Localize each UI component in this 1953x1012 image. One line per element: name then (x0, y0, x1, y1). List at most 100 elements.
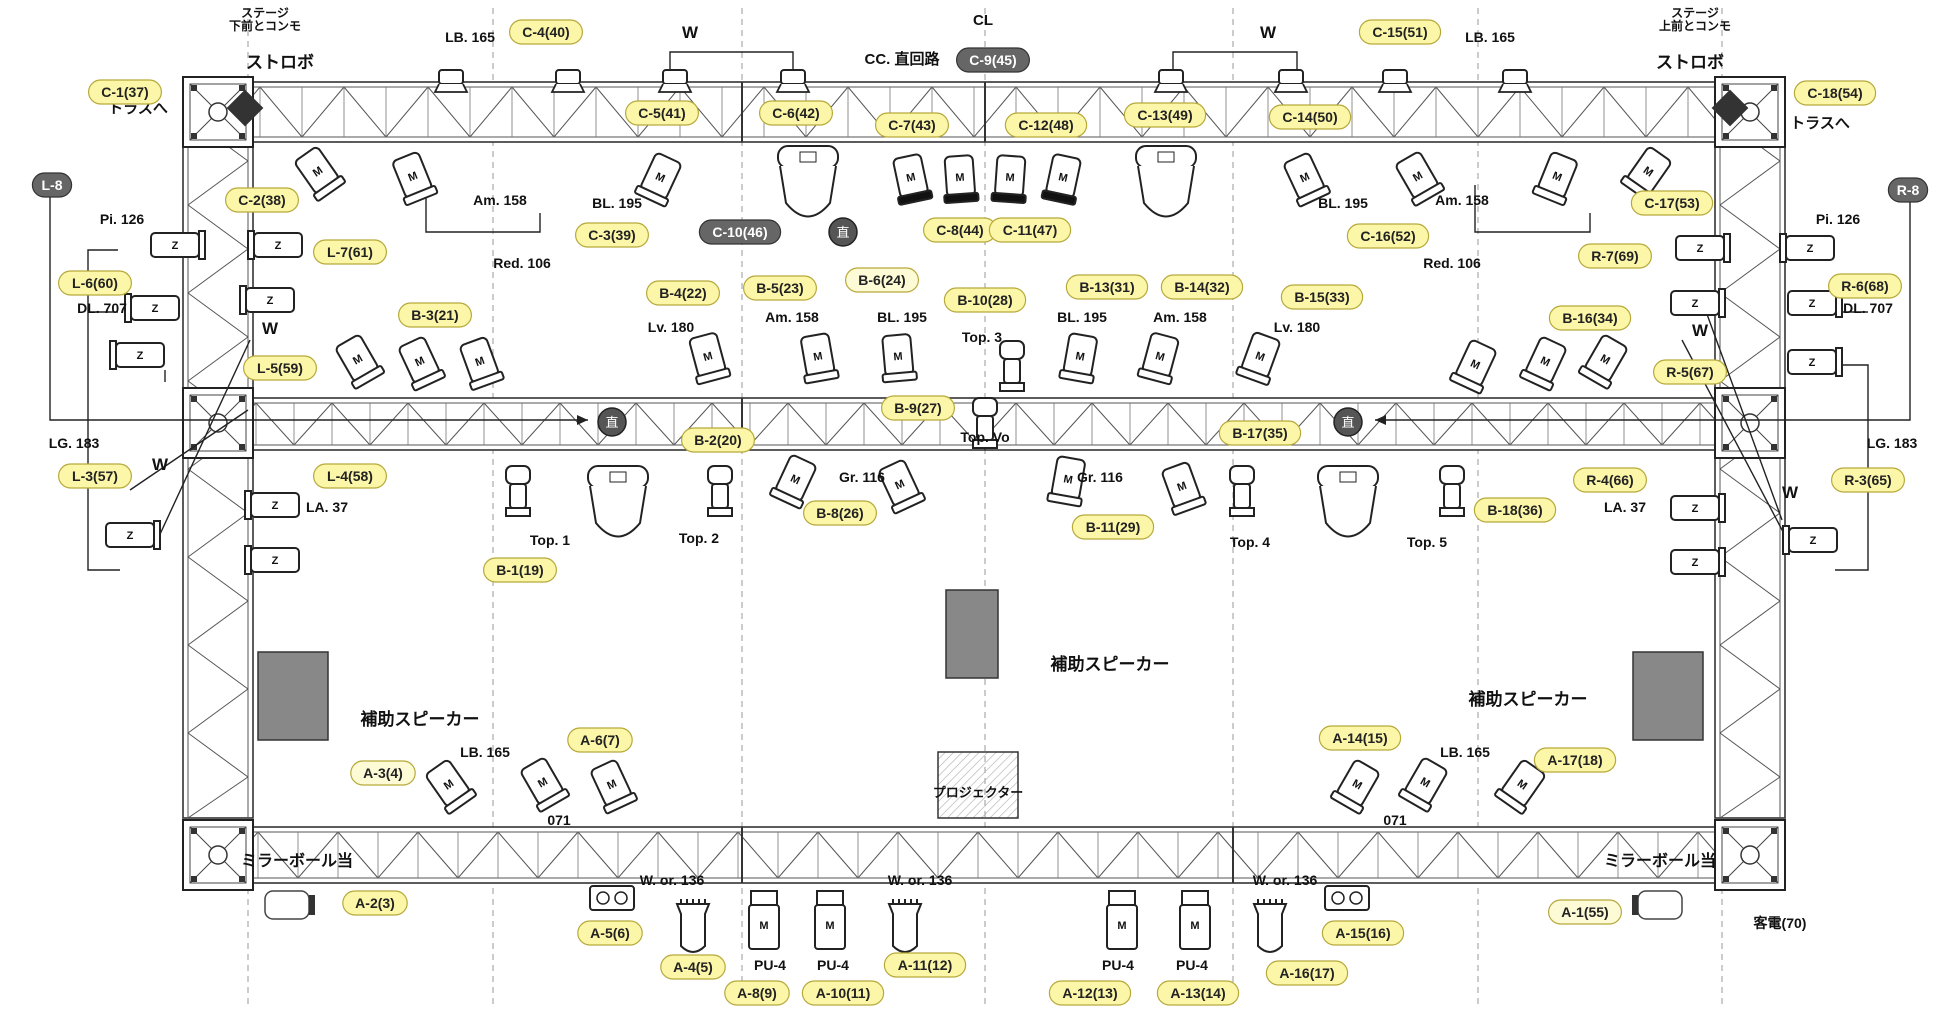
svg-text:M: M (474, 355, 487, 369)
svg-text:M: M (1538, 355, 1551, 370)
svg-text:C-2(38): C-2(38) (238, 192, 285, 208)
svg-text:C-10(46): C-10(46) (712, 224, 767, 240)
fixture-spot: M (459, 336, 505, 391)
cable-line (1699, 294, 1783, 521)
plot-label: 071 (1383, 812, 1407, 828)
svg-text:M: M (1190, 920, 1199, 932)
svg-text:Z: Z (1692, 298, 1699, 310)
channel-tag: A-3(4) (350, 760, 416, 786)
svg-text:直: 直 (836, 226, 849, 241)
svg-text:Z: Z (1810, 535, 1817, 547)
channel-tag: R-5(67) (1652, 359, 1728, 385)
channel-tag: C-14(50) (1268, 104, 1352, 130)
cable-line (129, 409, 249, 491)
small-moving-head (505, 465, 531, 517)
svg-text:Z: Z (272, 555, 279, 567)
channel-tag: L-6(60) (57, 270, 133, 296)
svg-text:C-18(54): C-18(54) (1807, 85, 1862, 101)
plot-label: Top. 1 (530, 532, 570, 548)
fixture-house (1632, 890, 1683, 920)
svg-text:A-2(3): A-2(3) (355, 895, 395, 911)
fixture-par: Z (1782, 525, 1838, 555)
small-moving-head (972, 397, 998, 449)
svg-text:R-6(68): R-6(68) (1841, 278, 1888, 294)
svg-text:A-17(18): A-17(18) (1547, 752, 1602, 768)
plot-label: LB. 165 (460, 744, 510, 760)
channel-tag: C-1(37) (87, 79, 163, 105)
svg-text:R-8: R-8 (1897, 182, 1920, 198)
svg-text:B-16(34): B-16(34) (1562, 310, 1617, 326)
plot-label: Pi. 126 (1816, 211, 1861, 227)
direct-circuit-mark: 直 (828, 217, 858, 247)
channel-tags: C-1(37)C-2(38)C-3(39)C-4(40)C-5(41)C-6(4… (31, 19, 1929, 1006)
fixture-pu4: M (814, 890, 846, 950)
fixture-spot: M (1519, 336, 1567, 392)
fixture-par: Z (247, 230, 303, 260)
fixture-lb (657, 69, 693, 93)
svg-text:M: M (1298, 171, 1311, 186)
cable-line (1474, 185, 1591, 233)
channel-tag: L-7(61) (312, 239, 388, 265)
svg-text:A-8(9): A-8(9) (737, 985, 777, 1001)
svg-text:M: M (1117, 920, 1126, 932)
svg-text:C-14(50): C-14(50) (1282, 109, 1337, 125)
fixture-par: Z (109, 340, 165, 370)
fixture-lb (550, 69, 586, 93)
svg-text:M: M (1057, 171, 1068, 185)
plot-label: LB. 165 (1440, 744, 1490, 760)
plot-label: W. or. 136 (640, 872, 705, 888)
fixture-pu4: M (1179, 890, 1211, 950)
svg-text:Z: Z (137, 350, 144, 362)
cable-line (1172, 51, 1298, 70)
plot-label: 071 (547, 812, 571, 828)
channel-tag: C-6(42) (758, 100, 834, 126)
svg-text:Z: Z (272, 500, 279, 512)
plot-label: Top. 2 (679, 530, 719, 546)
svg-text:R-7(69): R-7(69) (1591, 248, 1638, 264)
fixture-scoop (1252, 899, 1288, 953)
svg-text:Z: Z (152, 303, 159, 315)
svg-text:C-9(45): C-9(45) (969, 52, 1016, 68)
center-line-label: CL (973, 12, 993, 29)
plot-label: Lv. 180 (648, 319, 695, 335)
plot-label: PU-4 (1176, 957, 1208, 973)
channel-tag: C-8(44) (922, 217, 998, 243)
svg-text:M: M (893, 478, 906, 493)
strobe-label-left: ストロボ (246, 53, 314, 72)
svg-text:R-3(65): R-3(65) (1844, 472, 1891, 488)
plot-label: Red. 106 (493, 255, 551, 271)
channel-tag: C-4(40) (508, 19, 584, 45)
arrow-head (1375, 415, 1386, 425)
truss-corner-block (1714, 819, 1786, 891)
channel-tag: A-4(5) (660, 954, 726, 980)
plot-label: Top. 4 (1230, 534, 1270, 550)
fixture-spot: M (1398, 757, 1448, 813)
fixture-spot: M (1494, 759, 1546, 815)
channel-tag: L-5(59) (242, 355, 318, 381)
truss-beam (217, 826, 1751, 884)
strobe-left (226, 89, 264, 127)
plot-label: W (1260, 23, 1277, 42)
channel-tag: B-13(31) (1065, 274, 1149, 300)
channel-tag: C-15(51) (1358, 19, 1442, 45)
svg-text:B-4(22): B-4(22) (659, 285, 706, 301)
small-moving-head (1229, 465, 1255, 517)
svg-text:C-1(37): C-1(37) (101, 84, 148, 100)
moving-head (1135, 145, 1197, 218)
svg-text:Z: Z (1809, 298, 1816, 310)
plot-label: BL. 195 (592, 195, 642, 211)
svg-text:直: 直 (1341, 416, 1354, 431)
fixture-par: Z (1787, 347, 1843, 377)
channel-tag: A-14(15) (1318, 725, 1402, 751)
moving-head (1317, 465, 1379, 538)
plot-label: Gr. 116 (1077, 469, 1123, 485)
plot-label: BL. 195 (877, 309, 927, 325)
svg-text:R-5(67): R-5(67) (1666, 364, 1713, 380)
fixture-par: Z (244, 490, 300, 520)
channel-tag: C-17(53) (1630, 190, 1714, 216)
svg-text:C-16(52): C-16(52) (1360, 228, 1415, 244)
fixture-spot: M (425, 759, 477, 815)
svg-text:A-16(17): A-16(17) (1279, 965, 1334, 981)
svg-text:M: M (1176, 480, 1189, 494)
